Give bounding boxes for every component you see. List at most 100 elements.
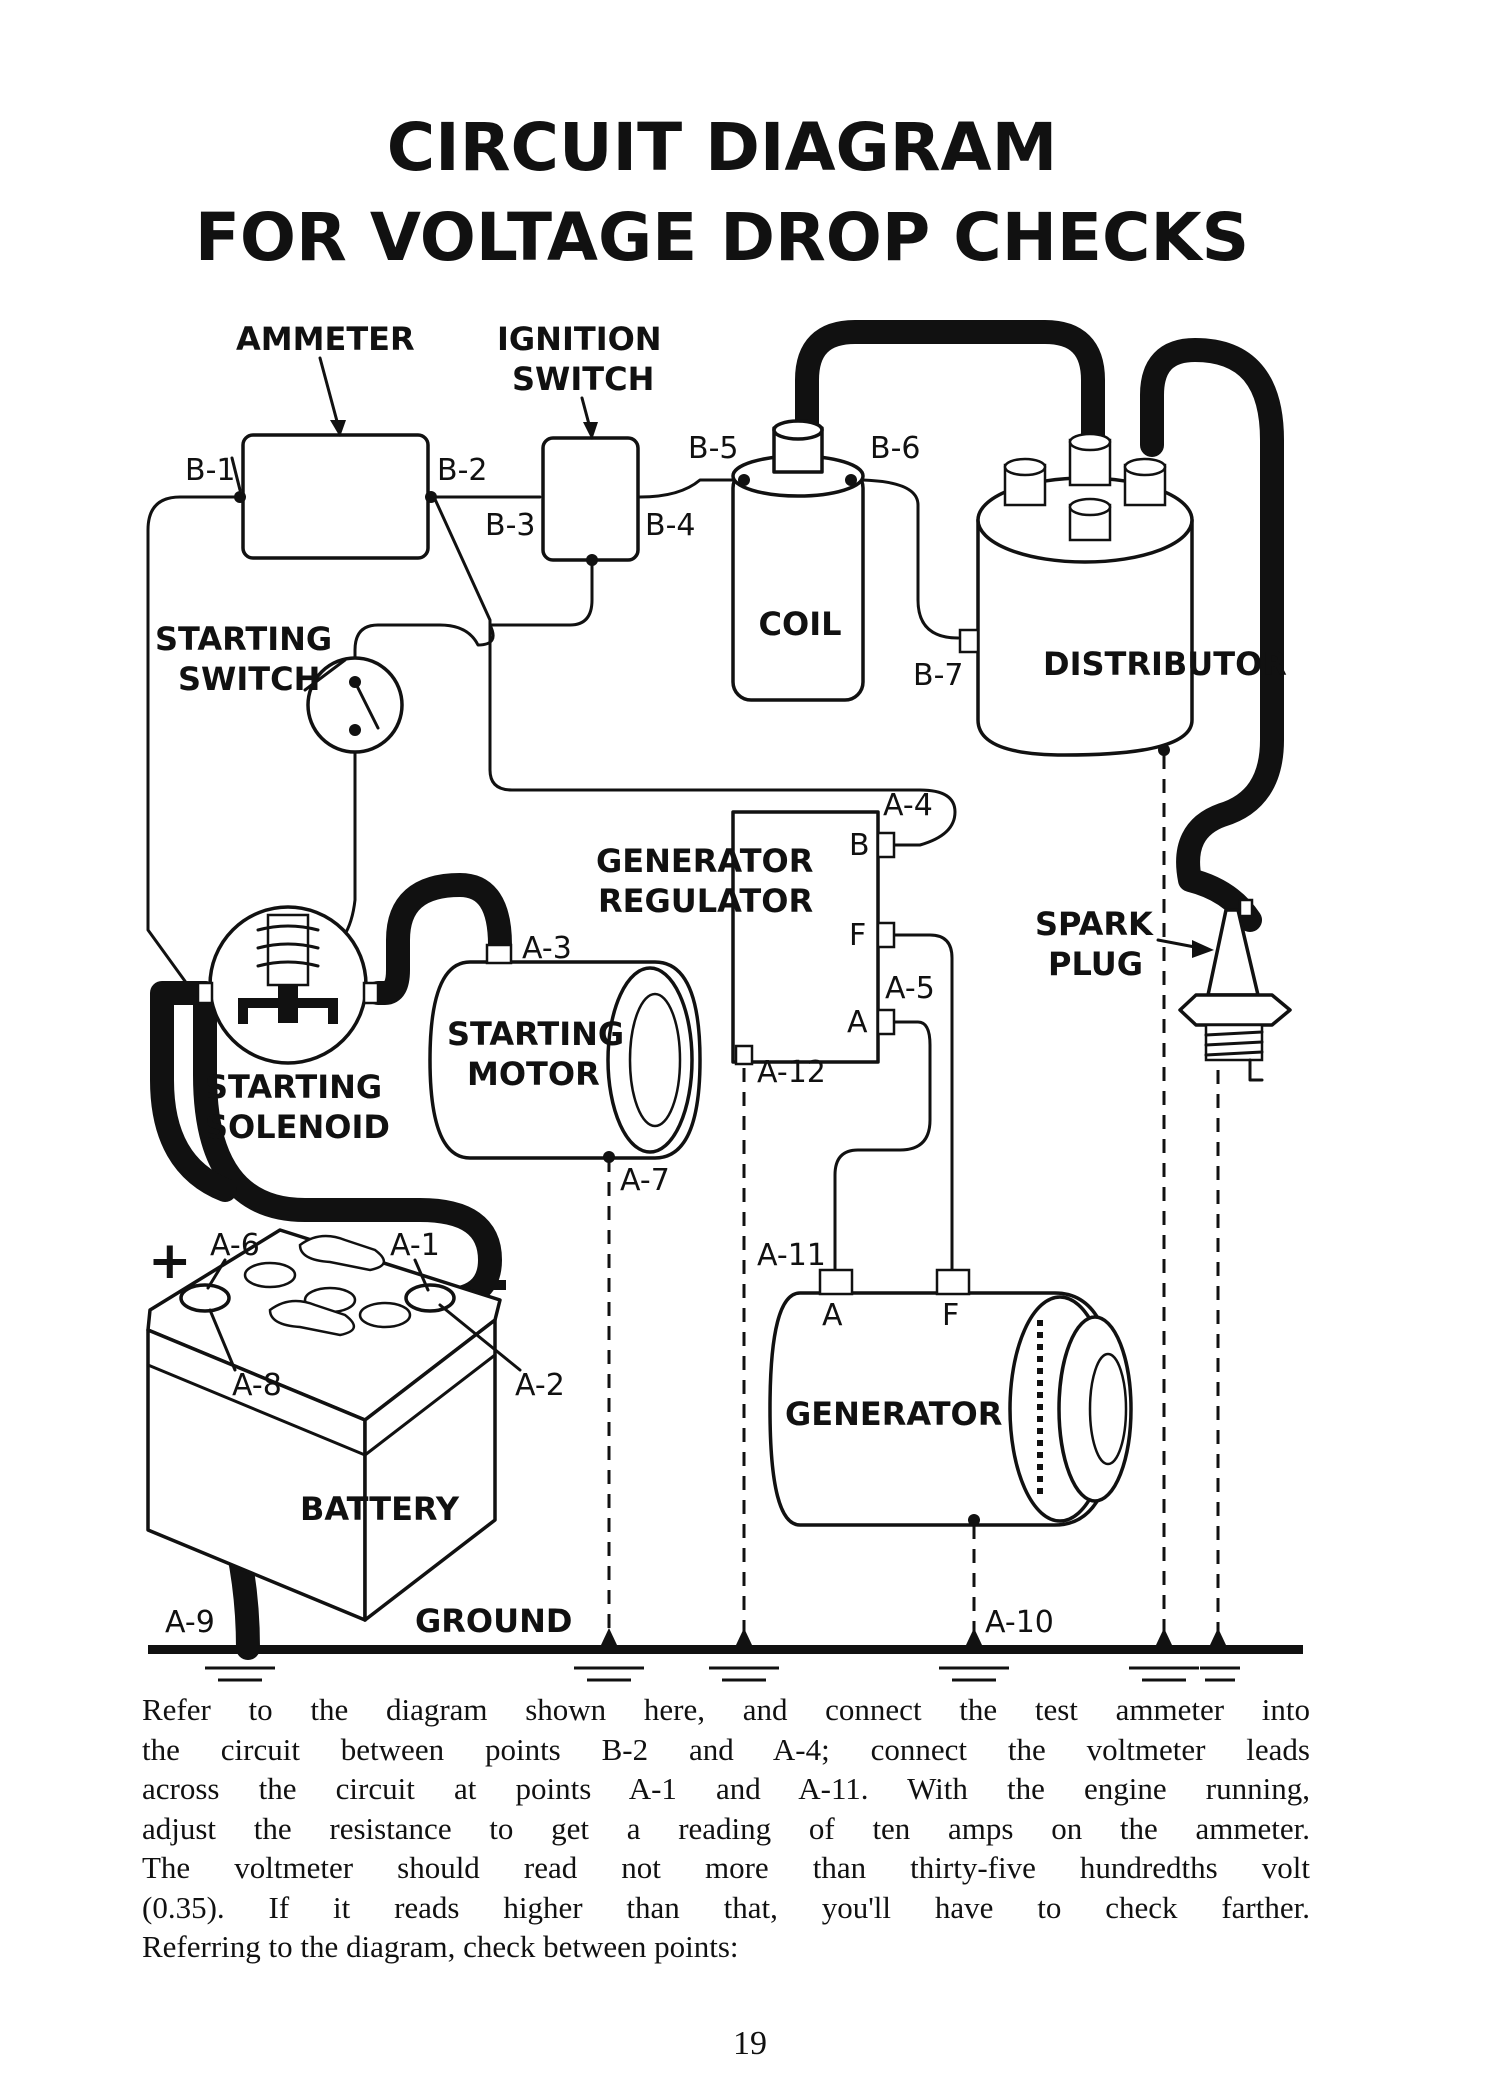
b6-terminal bbox=[845, 474, 857, 486]
wire-ignition-starting-switch bbox=[353, 560, 594, 682]
label-a9: A-9 bbox=[165, 1605, 215, 1640]
battery-side bbox=[363, 1318, 497, 1622]
generator-ground-dot bbox=[968, 1514, 980, 1526]
body-paragraph: Refer to the diagram shown here, and con… bbox=[142, 1690, 1310, 1967]
ignition-label-1: IGNITION bbox=[497, 320, 662, 358]
leader-a6 bbox=[206, 1258, 227, 1290]
starting-motor-end-inner bbox=[628, 992, 682, 1128]
ammeter-pointer bbox=[318, 356, 340, 427]
leader-a8 bbox=[208, 1308, 237, 1372]
ignition-arrowhead bbox=[583, 422, 598, 440]
generator-pulley-inner bbox=[1088, 1352, 1128, 1466]
body-line-3: across the circuit at points A-1 and A-1… bbox=[142, 1771, 1310, 1806]
spark-plug-label-2: PLUG bbox=[1048, 945, 1143, 983]
starting-switch-label-1: STARTING bbox=[155, 620, 332, 658]
starting-switch-blade bbox=[353, 680, 380, 730]
coil-tower-cap bbox=[772, 419, 824, 441]
gen-a-letter: A bbox=[822, 1298, 843, 1333]
starting-switch-circle bbox=[306, 656, 404, 754]
leader-a2 bbox=[438, 1303, 522, 1372]
reg-f-letter: F bbox=[849, 918, 866, 953]
battery-seam bbox=[146, 1363, 367, 1457]
gen-f-letter: F bbox=[942, 1298, 959, 1333]
wire-b1-left bbox=[146, 495, 239, 997]
wire-ignition-coil bbox=[638, 478, 744, 499]
reg-f-terminal bbox=[876, 921, 896, 949]
ground-mounts bbox=[601, 1628, 1226, 1645]
label-b2: B-2 bbox=[437, 453, 488, 488]
body-line-5: The voltmeter should read not more than … bbox=[142, 1850, 1310, 1885]
spark-plug-label-1: SPARK bbox=[1035, 905, 1154, 943]
distributor-label: DISTRIBUTOR bbox=[1043, 645, 1287, 683]
coil-label: COIL bbox=[759, 605, 842, 643]
ignition-switch-box bbox=[541, 436, 640, 562]
b2-terminal bbox=[425, 491, 437, 503]
battery-label: BATTERY bbox=[300, 1490, 460, 1528]
body-line-4: adjust the resistance to get a reading o… bbox=[142, 1810, 1310, 1846]
wire-b2-regulator bbox=[432, 495, 957, 847]
ground-bar bbox=[148, 1645, 1303, 1654]
wire-reg-f-gen-f bbox=[891, 933, 954, 1277]
reg-a-letter: A bbox=[847, 1005, 868, 1040]
label-b5: B-5 bbox=[688, 431, 739, 466]
solenoid-label-1: STARTING bbox=[205, 1068, 382, 1106]
spark-plug-arrowhead bbox=[1192, 940, 1214, 958]
label-a2: A-2 bbox=[515, 1368, 565, 1403]
ammeter-arrowhead bbox=[330, 420, 346, 437]
label-a3: A-3 bbox=[522, 931, 572, 966]
starting-motor-label-1: STARTING bbox=[447, 1015, 624, 1053]
b1-terminal bbox=[234, 491, 246, 503]
starting-motor-ground-dot bbox=[603, 1151, 615, 1163]
label-a6: A-6 bbox=[210, 1228, 260, 1263]
label-a1: A-1 bbox=[390, 1228, 440, 1263]
spark-plug-cable bbox=[1140, 338, 1284, 932]
battery-cells bbox=[243, 1234, 412, 1337]
title-line2: FOR VOLTAGE DROP CHECKS bbox=[195, 199, 1249, 276]
starting-switch-leader bbox=[303, 658, 347, 692]
battery-positive-post bbox=[179, 1283, 231, 1313]
starting-switch-bottom-dot bbox=[349, 724, 361, 736]
label-a11: A-11 bbox=[757, 1238, 826, 1273]
a3-terminal bbox=[485, 943, 513, 965]
reg-b-terminal bbox=[876, 831, 896, 859]
battery-negative-post bbox=[404, 1283, 456, 1313]
label-a8: A-8 bbox=[232, 1368, 282, 1403]
body-line-7: Referring to the diagram, check between … bbox=[142, 1929, 739, 1964]
body-line-1: Refer to the diagram shown here, and con… bbox=[142, 1692, 1310, 1727]
page-number: 19 bbox=[733, 2025, 767, 2062]
distributor-ground-dot bbox=[1158, 744, 1170, 756]
ignition-label-2: SWITCH bbox=[512, 360, 654, 398]
ammeter-label: AMMETER bbox=[236, 320, 415, 358]
wire-coil-distributor bbox=[853, 478, 960, 640]
b3-terminal bbox=[586, 554, 598, 566]
solenoid-label-2: SOLENOID bbox=[205, 1108, 390, 1146]
wire-reg-a-gen-a bbox=[833, 1020, 932, 1277]
reg-a-terminal bbox=[876, 1008, 896, 1036]
distributor-body bbox=[976, 518, 1194, 757]
ground-symbols bbox=[205, 1666, 1240, 1682]
label-b1: B-1 bbox=[185, 453, 236, 488]
solenoid-right-terminal bbox=[362, 981, 380, 1005]
b7-terminal bbox=[958, 628, 980, 654]
ammeter-box bbox=[241, 433, 430, 560]
body-line-6: (0.35). If it reads higher than that, yo… bbox=[142, 1889, 1310, 1925]
test-point-labels: B-1 B-2 B-3 B-4 B-5 B-6 B-7 A-1 A-2 A-3 … bbox=[165, 431, 1054, 1640]
a12-terminal bbox=[734, 1044, 754, 1066]
plus-sign: + bbox=[148, 1231, 192, 1291]
starter-cable bbox=[366, 873, 512, 1005]
label-a12: A-12 bbox=[757, 1055, 826, 1090]
leader-b1 bbox=[230, 456, 242, 492]
ground-label: GROUND bbox=[415, 1602, 572, 1640]
generator-label: GENERATOR bbox=[785, 1395, 1002, 1433]
reg-b-letter: B bbox=[849, 828, 870, 863]
body-line-2: the circuit between points B-2 and A-4; … bbox=[142, 1731, 1310, 1767]
solenoid-input-cable bbox=[149, 981, 237, 1202]
label-b6: B-6 bbox=[870, 431, 921, 466]
solenoid-coil-icon bbox=[238, 913, 338, 1024]
label-a10: A-10 bbox=[985, 1605, 1054, 1640]
label-a7: A-7 bbox=[620, 1163, 670, 1198]
distributor-towers bbox=[1003, 432, 1167, 542]
label-a5: A-5 bbox=[885, 971, 935, 1006]
gen-f-terminal bbox=[935, 1268, 971, 1296]
